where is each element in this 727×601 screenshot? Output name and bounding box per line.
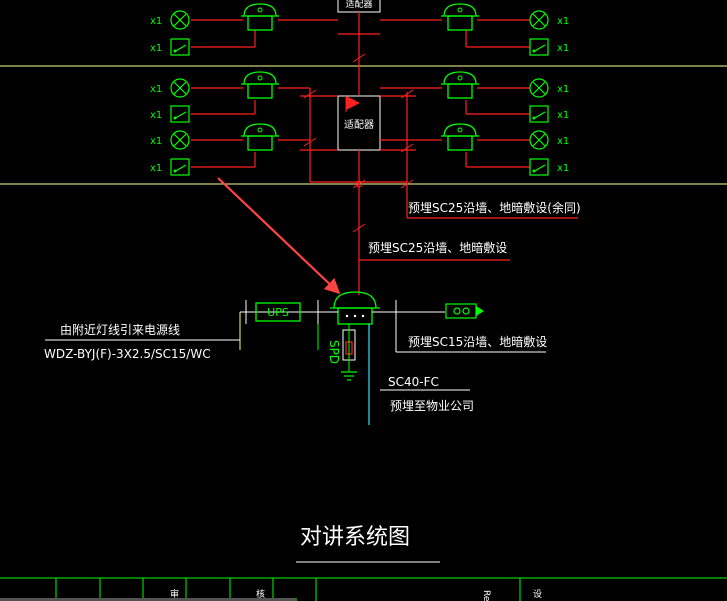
multiplier-label: x1 [557, 110, 569, 121]
note-sc40-dest: 预埋至物业公司 [390, 399, 474, 413]
multiplier-label: x1 [557, 163, 569, 174]
multiplier-label: x1 [150, 110, 162, 121]
left-device-column: x1 x1 x1 x1 x1 x1 [150, 10, 190, 176]
switch-symbol-left: x1 [150, 105, 190, 123]
annotation-arrow [217, 177, 341, 295]
title-block-mark-2: 核 [256, 588, 265, 600]
intercom-handset [441, 123, 479, 151]
spd-label: SPD [327, 340, 341, 364]
title-block-mark-1: 审 [170, 588, 179, 600]
mid-floor-wiring [191, 87, 578, 295]
lamp-symbol-right: x1 [529, 130, 569, 150]
intercom-handset [241, 71, 279, 99]
scrollbar-thumb[interactable] [0, 598, 296, 601]
lamp-symbol-right: x1 [529, 10, 569, 30]
ups-box: UPS [255, 302, 301, 322]
multiplier-label: x1 [150, 84, 162, 95]
multiplier-label: x1 [557, 43, 569, 54]
multiplier-label: x1 [150, 163, 162, 174]
note-sc15: 预埋SC15沿墙、地暗敷设 [408, 334, 547, 349]
intercom-handset [241, 3, 279, 31]
adapter-box-mid-label: 适配器 [344, 119, 374, 131]
title-block [0, 577, 727, 601]
multiplier-label: x1 [150, 43, 162, 54]
lamp-symbol-left: x1 [150, 78, 190, 98]
multiplier-label: x1 [557, 16, 569, 27]
adapter-box-top: 适配器 [337, 0, 381, 13]
main-unit-wiring [45, 300, 546, 425]
top-floor-wiring [191, 19, 530, 48]
intercom-handsets [241, 3, 479, 151]
right-device-column: x1 x1 x1 x1 x1 x1 [529, 10, 569, 176]
multiplier-label: x1 [557, 84, 569, 95]
lamp-symbol-right: x1 [529, 78, 569, 98]
switch-symbol-left: x1 [150, 38, 190, 56]
adapter-box-top-label: 适配器 [345, 0, 372, 10]
indicator-lamp [445, 303, 484, 319]
main-intercom-unit [330, 291, 380, 325]
note-sc25-other: 预埋SC25沿墙、地暗敷设(余同) [408, 200, 581, 215]
lamp-symbol-left: x1 [150, 10, 190, 30]
lamp-symbol-left: x1 [150, 130, 190, 150]
multiplier-label: x1 [150, 136, 162, 147]
note-power-source: 由附近灯线引来电源线 [60, 323, 180, 337]
switch-symbol-right: x1 [529, 38, 569, 56]
ups-label: UPS [267, 306, 289, 319]
adapter-box-mid: 适配器 [337, 95, 381, 151]
switch-symbol-right: x1 [529, 105, 569, 123]
note-sc40-spec: SC40-FC [388, 375, 439, 389]
wire-tick-marks [303, 53, 414, 233]
intercom-handset [241, 123, 279, 151]
switch-symbol-right: x1 [529, 158, 569, 176]
title-block-rec: Rec [481, 590, 491, 601]
multiplier-label: x1 [557, 136, 569, 147]
intercom-handset [441, 71, 479, 99]
note-power-cable: WDZ-BYJ(F)-3X2.5/SC15/WC [44, 347, 211, 361]
note-sc25: 预埋SC25沿墙、地暗敷设 [368, 240, 507, 255]
title-block-mark-3: 设 [533, 589, 542, 600]
switch-symbol-left: x1 [150, 158, 190, 176]
intercom-handset [441, 3, 479, 31]
diagram-title: 对讲系统图 [300, 525, 410, 550]
multiplier-label: x1 [150, 16, 162, 27]
junction-dot [355, 180, 363, 188]
